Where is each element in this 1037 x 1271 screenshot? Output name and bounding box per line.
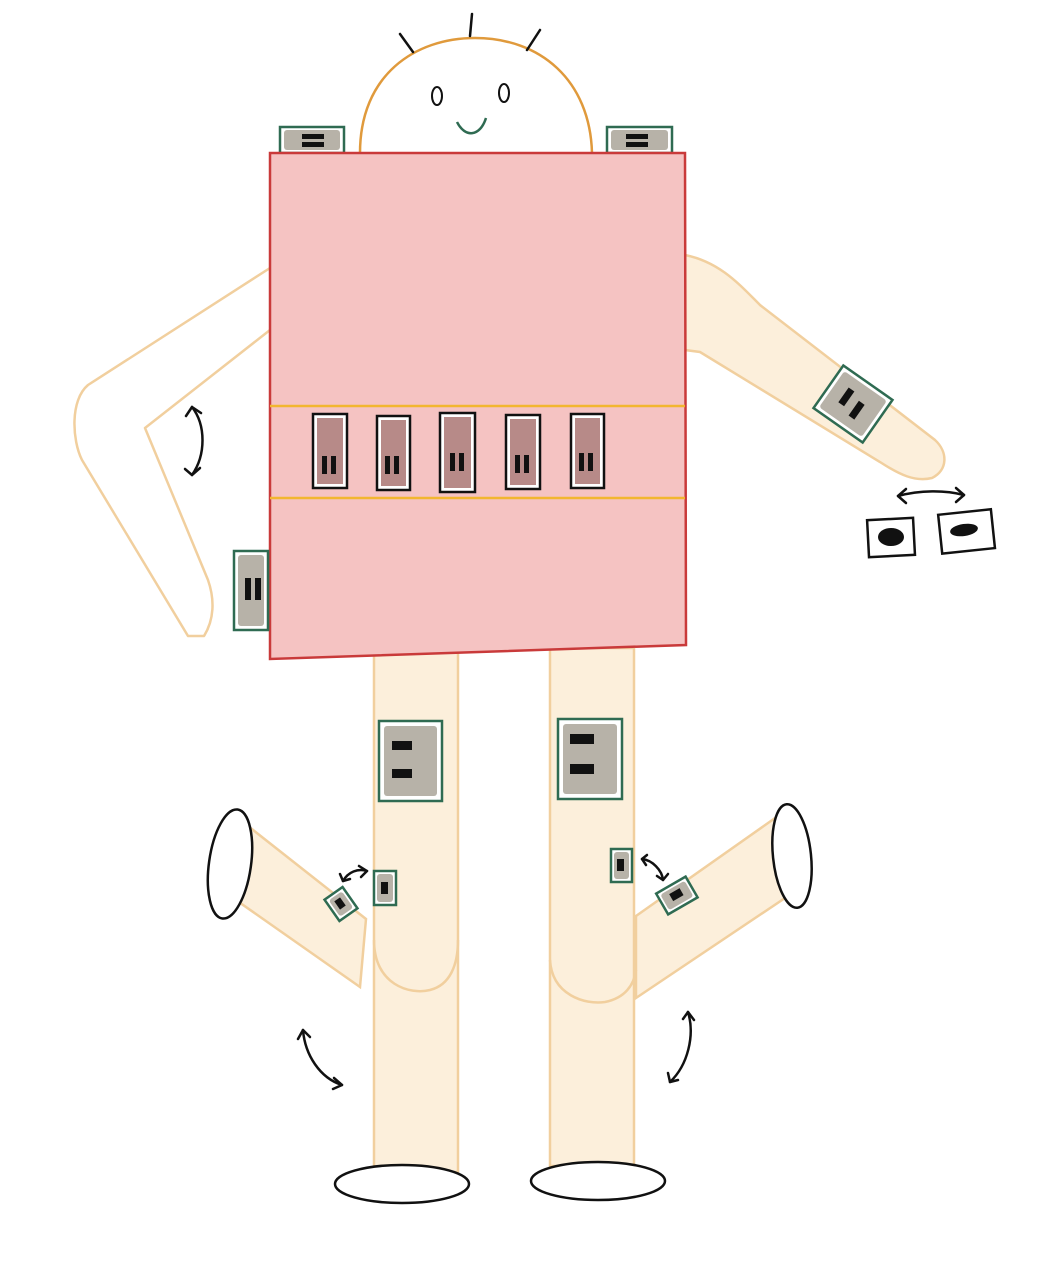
knee-left-rotate-arrow bbox=[338, 864, 369, 883]
hand-slide-arrow bbox=[896, 486, 966, 505]
battery-pack bbox=[375, 414, 412, 492]
belt-batteries bbox=[311, 411, 606, 494]
leg-left-swing-arrow bbox=[296, 1028, 344, 1091]
leg-right-swing-arrow bbox=[666, 1010, 696, 1084]
motion-arrows bbox=[183, 405, 966, 1091]
antenna-middle bbox=[468, 12, 474, 38]
left-knee bbox=[372, 939, 460, 993]
torso bbox=[268, 151, 688, 661]
thigh-sensor-right bbox=[556, 717, 624, 801]
antenna-left bbox=[398, 32, 415, 54]
shoulder-sensor-left bbox=[278, 125, 346, 155]
knee-sensor-right-column bbox=[609, 847, 634, 884]
knee-sensor-right-branch bbox=[654, 874, 700, 917]
left-arm-shape bbox=[73, 266, 271, 638]
hip-sensor bbox=[232, 549, 270, 632]
mouth bbox=[455, 117, 488, 135]
right-leg-branch bbox=[634, 813, 790, 1001]
left-foot bbox=[333, 1163, 471, 1205]
right-foot bbox=[529, 1160, 667, 1202]
left-side-foot bbox=[206, 808, 254, 920]
knee-right-rotate-arrow bbox=[640, 853, 670, 882]
head-outline bbox=[358, 36, 594, 154]
eye-left bbox=[431, 86, 443, 106]
right-side-foot bbox=[771, 802, 813, 910]
right-arm bbox=[683, 253, 946, 481]
right-arm-shape bbox=[683, 253, 946, 481]
battery-pack bbox=[438, 411, 477, 494]
knee-sensor-left-column bbox=[372, 869, 398, 907]
battery-pack bbox=[504, 413, 542, 491]
battery-pack bbox=[311, 412, 349, 490]
forearm-sensor bbox=[811, 363, 895, 445]
knee-sensor-left-branch bbox=[322, 885, 360, 923]
right-knee bbox=[548, 959, 638, 1004]
hand-buttons bbox=[865, 507, 997, 559]
antenna-right bbox=[525, 28, 542, 52]
thigh-sensor-left bbox=[377, 719, 444, 803]
shoulder-sensor-right bbox=[605, 125, 674, 155]
hand-button-left bbox=[865, 516, 917, 559]
battery-pack bbox=[569, 412, 606, 490]
eye-right bbox=[498, 83, 510, 103]
hand-button-right bbox=[936, 507, 997, 555]
head bbox=[358, 12, 594, 154]
arm-swing-arrow bbox=[183, 405, 204, 477]
left-arm bbox=[73, 266, 271, 638]
